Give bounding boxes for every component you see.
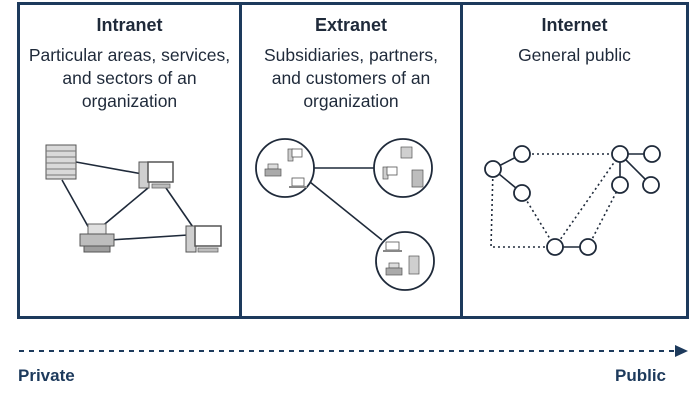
printer-icon (79, 223, 115, 253)
intranet-title: Intranet (96, 15, 163, 35)
intranet-description: Particular areas, services, and sectors … (28, 45, 231, 111)
workgroup-devices-icon (264, 148, 307, 188)
workgroup-devices-icon (383, 241, 420, 276)
extranet-description: Subsidiaries, partners, and customers of… (263, 45, 439, 111)
intranet-network-illustration (45, 144, 222, 253)
internet-description: General public (518, 45, 631, 65)
internet-panel: Internet General public (463, 5, 686, 316)
desktop-computer-icon (185, 225, 222, 253)
desktop-computer-icon (138, 161, 174, 189)
intranet-panel: Intranet Particular areas, services, and… (20, 5, 239, 316)
extranet-panel: Extranet Subsidiaries, partners, and cus… (242, 5, 460, 316)
server-icon (45, 144, 77, 180)
divider-intranet-extranet (239, 2, 242, 319)
extranet-title: Extranet (314, 15, 388, 35)
extranet-network-illustration (255, 138, 435, 291)
diagram-frame (17, 2, 689, 319)
private-label: Private (18, 366, 75, 385)
public-label: Public (614, 366, 666, 385)
internet-network-illustration (484, 145, 661, 256)
internet-title: Internet (541, 15, 608, 35)
workgroup-devices-icon (382, 146, 424, 188)
divider-extranet-internet (460, 2, 463, 319)
privacy-axis-arrow (19, 345, 688, 357)
